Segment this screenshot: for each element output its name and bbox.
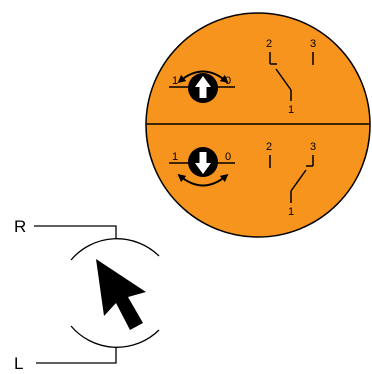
terminal-label-r: R (14, 217, 26, 236)
switch-blade (275, 68, 292, 91)
terminal-wire-r (34, 225, 117, 239)
terminal-wire-l (36, 347, 117, 364)
selector-left-label: 1 (172, 75, 178, 87)
terminal-label-l: L (14, 354, 23, 373)
switch-label-2: 2 (266, 141, 272, 153)
top-selector: 1 0 (169, 70, 235, 103)
switch-blade (290, 169, 307, 192)
selector-right-label: 0 (225, 75, 231, 87)
rotate-arrow-icon (177, 70, 229, 84)
switch-label-3: 3 (310, 38, 316, 50)
switch-label-2: 2 (266, 38, 272, 50)
arrow-down-icon (195, 152, 211, 174)
motor: R L (14, 217, 160, 373)
bottom-switch: 2 3 1 (266, 141, 316, 218)
disc-circle (145, 12, 371, 238)
selector-left-label: 1 (172, 151, 178, 163)
arrow-up-icon (195, 76, 211, 98)
switch-label-3: 3 (310, 141, 316, 153)
top-switch: 2 3 1 (266, 38, 316, 116)
motor-arc-top (70, 238, 160, 261)
switch-disc (145, 12, 371, 238)
switch-label-1: 1 (288, 104, 294, 116)
cursor-arrow-icon (96, 259, 146, 330)
rotate-arrow-icon (177, 173, 229, 187)
motor-arc-bottom (70, 325, 160, 348)
switch-label-1: 1 (288, 206, 294, 218)
bottom-selector: 1 0 (169, 147, 235, 187)
selector-right-label: 0 (225, 151, 231, 163)
